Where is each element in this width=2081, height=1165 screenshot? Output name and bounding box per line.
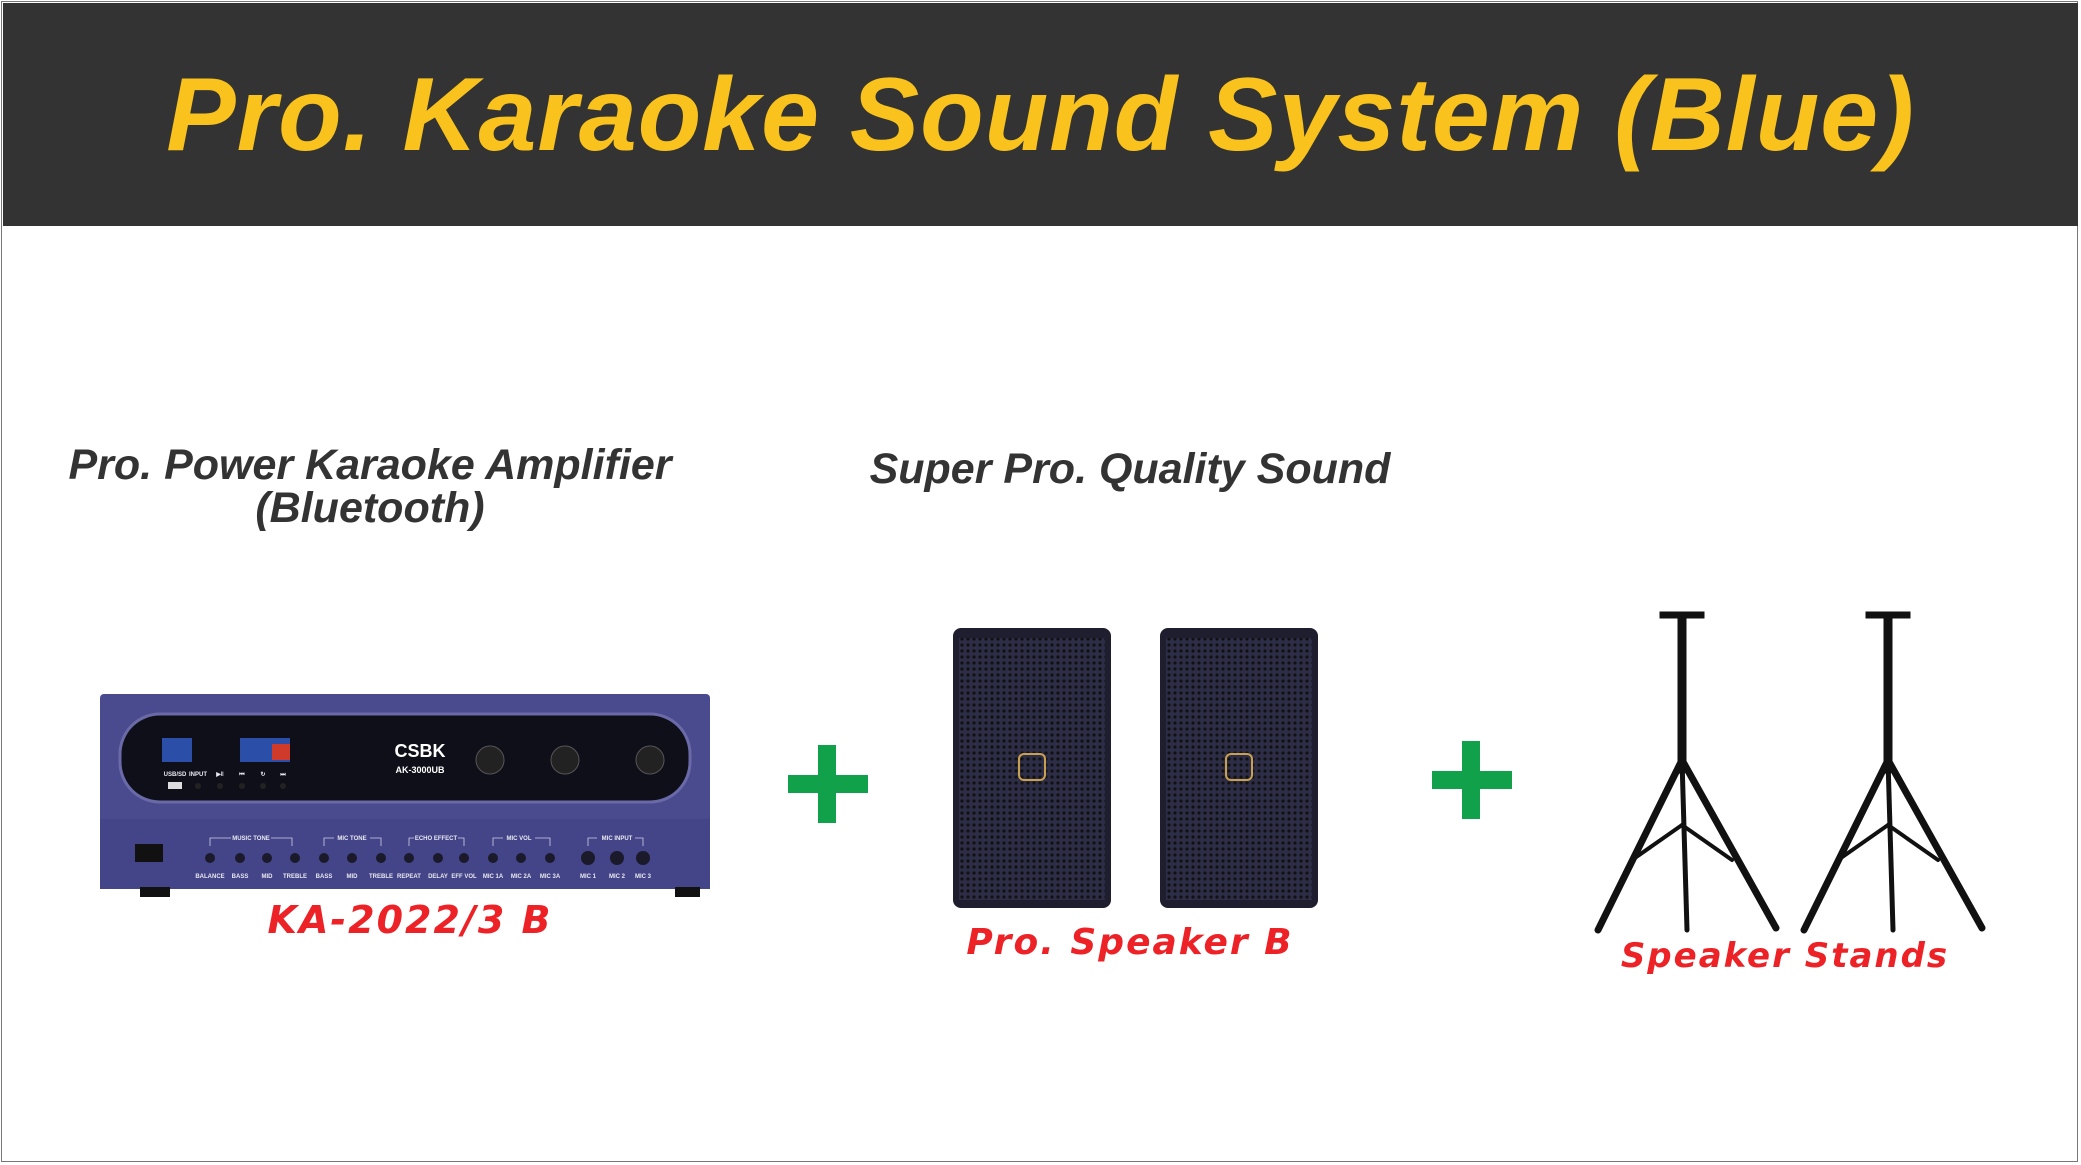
amplifier-heading: Pro. Power Karaoke Amplifier (Bluetooth) — [30, 444, 710, 530]
amp-model: AK-3000UB — [395, 765, 445, 775]
knob-label: BALANCE — [195, 874, 224, 880]
player-button-next: ⏭ — [280, 772, 286, 778]
plus-icon — [788, 745, 868, 823]
page-title: Pro. Karaoke Sound System (Blue) — [166, 57, 1915, 173]
knob-label: REPEAT — [397, 874, 421, 880]
panel-group-mic-vol: MIC VOL — [507, 836, 532, 842]
panel-group-echo-effect: ECHO EFFECT — [415, 836, 458, 842]
speaker-left-image — [953, 628, 1111, 908]
header-banner — [3, 3, 2078, 226]
amplifier-heading-line2: (Bluetooth) — [255, 484, 485, 532]
knob-label: DELAY — [428, 874, 448, 880]
amplifier-heading-line1: Pro. Power Karaoke Amplifier — [68, 441, 672, 489]
knob-label: MID — [262, 874, 274, 880]
speaker-stand-right-image — [1800, 611, 1986, 934]
knob-label: BASS — [316, 874, 333, 880]
amplifier-image: USB/SD INPUT ▶‖ ⏮ ↻ ⏭ CSBK AK-3000UB MUS… — [100, 694, 710, 897]
stands-label: Speaker Stands — [1620, 936, 1950, 976]
knob-label: EFF VOL — [451, 874, 477, 880]
panel-group-mic-input: MIC INPUT — [602, 836, 633, 842]
amplifier-label: KA-2022/3 B — [267, 898, 553, 942]
knob-label: TREBLE — [369, 874, 393, 880]
player-button-previous: ⏮ — [239, 772, 245, 778]
knob-label: MIC 3A — [540, 874, 561, 880]
knob-label: MIC 1 — [580, 874, 597, 880]
player-button-usb-sd: USB/SD — [164, 772, 187, 778]
knob-label: MIC 2 — [609, 874, 626, 880]
knob-label: BASS — [232, 874, 249, 880]
speaker-label: Pro. Speaker B — [966, 922, 1294, 963]
panel-group-music-tone: MUSIC TONE — [232, 836, 270, 842]
speaker-heading: Super Pro. Quality Sound — [869, 445, 1391, 493]
knob-label: TREBLE — [283, 874, 307, 880]
player-button-play-pause: ▶‖ — [215, 771, 224, 778]
amp-brand: CSBK — [394, 741, 445, 761]
knob-label: MID — [347, 874, 359, 880]
plus-icon — [1432, 741, 1512, 819]
player-button-repeat: ↻ — [260, 771, 265, 778]
knob-label: MIC 2A — [511, 874, 532, 880]
speaker-right-image — [1160, 628, 1318, 908]
panel-group-mic-tone: MIC TONE — [337, 836, 366, 842]
player-button-input: INPUT — [189, 772, 207, 778]
knob-label: MIC 3 — [635, 874, 652, 880]
speaker-stand-left-image — [1594, 611, 1780, 934]
knob-label: MIC 1A — [483, 874, 504, 880]
